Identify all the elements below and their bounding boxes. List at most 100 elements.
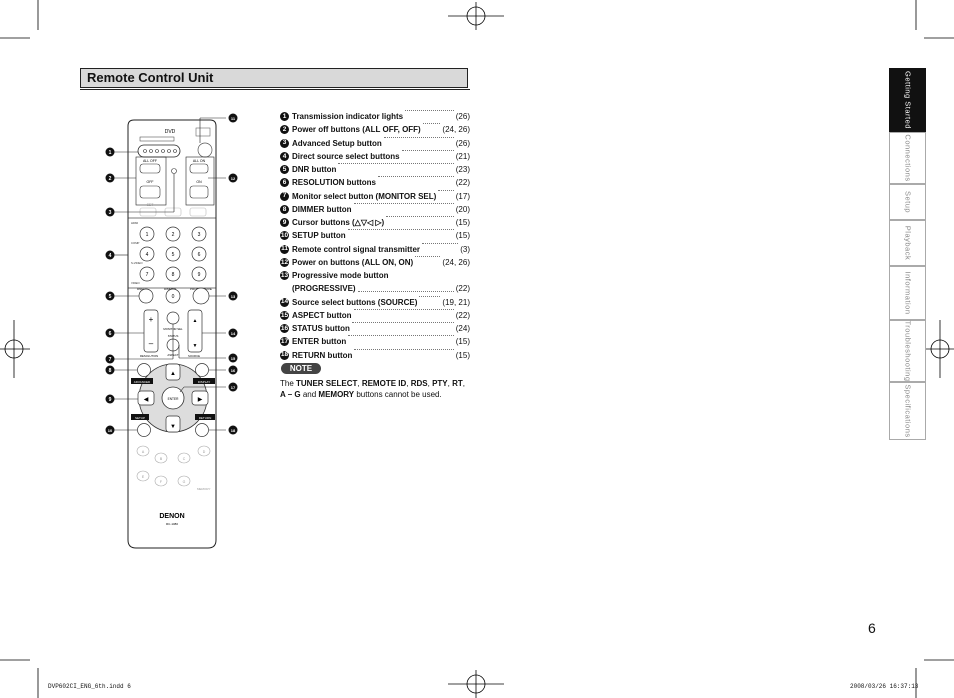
remote-illustration: DVD ALL OFF ALL ON OFF ON SET 1 2 3 4 5 … [105,113,238,549]
svg-text:▼: ▼ [193,343,198,349]
display-label: DISPLAY [198,380,210,384]
callout-16: 16 [231,368,236,373]
legend-number: 8 [280,204,289,214]
callout-10: 10 [108,428,113,433]
key-5: 5 [172,252,175,258]
callout-17: 17 [231,385,236,390]
enter-button [161,386,185,410]
comp-label: COMP [131,241,140,245]
key-7: 7 [146,272,149,278]
unused-buttons [136,445,211,487]
cursor-right [191,390,209,406]
model-label: RC-1080 [166,522,178,526]
tab-getting-started[interactable]: Getting Started [889,68,926,132]
tab-setup[interactable]: Setup [889,184,926,220]
legend-label: STATUS button [292,324,350,333]
progressive-button [192,287,210,305]
set-label: SET [147,203,155,207]
dimmer-label: DIMMER [164,287,177,291]
key-2: 2 [172,232,175,238]
legend-page-ref: (15) [455,218,470,227]
legend-label: RESOLUTION buttons [292,178,376,188]
tab-label: Connections [903,134,912,182]
legend-number: 3 [280,138,289,148]
callout-5: 5 [109,294,112,300]
legend-label: DIMMER button [292,204,352,214]
legend-label: Cursor buttons (△▽◁ ▷) [292,218,385,227]
legend-number: 1 [280,112,289,121]
tab-label: Setup [903,190,912,214]
dnr-label: DNR [137,287,144,291]
legend-number: 17 [280,337,289,347]
callout-11: 11 [231,116,236,121]
cursor-left [137,390,155,406]
svg-text:+: + [149,315,154,324]
memory-label: MEMORY [197,487,210,491]
legend-page-ref: (24) [455,324,470,333]
legend-page-ref: (17) [455,191,470,201]
remote-body [127,119,217,549]
legend-page-ref: (22) [455,178,470,188]
legend-number: 7 [280,191,289,201]
setup-button [137,423,151,437]
transmission-lights [143,149,177,153]
signal-button [197,142,213,158]
legend-page-ref: (20) [455,204,470,214]
all-off-button [139,163,161,174]
legend-page-ref: (22) [455,284,470,294]
svg-text:◀: ◀ [144,397,149,403]
legend-number: 11 [280,244,289,254]
indicator-strip [139,136,175,142]
monitor-sel-button [166,311,180,325]
legend-number: 16 [280,324,289,333]
all-on-label: ALL ON [193,159,206,163]
off-label: OFF [147,180,154,184]
legend-label-continued: (PROGRESSIVE) [292,284,356,294]
legend-page-ref: (15) [455,231,470,241]
tab-label: Troubleshooting [903,320,912,382]
callout-2: 2 [109,176,112,182]
key-b: B [160,457,163,461]
resolution-rocker [143,309,159,353]
callout-markers [105,113,238,435]
tab-troubleshooting[interactable]: Troubleshooting [889,320,926,382]
brand-logo: DENON [159,513,184,520]
legend-label: RETURN button [292,350,353,360]
legend-label: Power on buttons (ALL ON, ON) [292,257,414,267]
key-4: 4 [146,252,149,258]
all-off-label: ALL OFF [143,159,157,163]
callout-9: 9 [109,397,112,403]
legend-page-ref: (24, 26) [442,257,470,267]
legend-number: 18 [280,350,289,360]
top-indicator [195,127,211,137]
title-underline [80,89,470,90]
timestamp-footer: 2008/03/26 16:37:13 [850,683,919,690]
legend-label: Progressive mode button [292,271,389,280]
tab-connections[interactable]: Connections [889,132,926,184]
tab-specifications[interactable]: Specifications [889,382,926,440]
section-title-bar: Remote Control Unit [80,68,468,88]
svg-text:▼: ▼ [170,424,176,430]
source-rocker [187,309,203,353]
video-label: VIDEO [131,281,141,285]
tab-playback[interactable]: Playback [889,220,926,266]
key-f: F [160,480,162,484]
callout-3: 3 [109,210,112,216]
legend-label: ASPECT button [292,310,352,320]
enter-label: ENTER [168,397,180,401]
callout-7: 7 [109,357,112,363]
svg-text:▶: ▶ [198,397,203,403]
status-button [195,363,209,377]
callout-8: 8 [109,368,112,374]
tab-information[interactable]: Information [889,266,926,320]
on-button [189,185,209,199]
